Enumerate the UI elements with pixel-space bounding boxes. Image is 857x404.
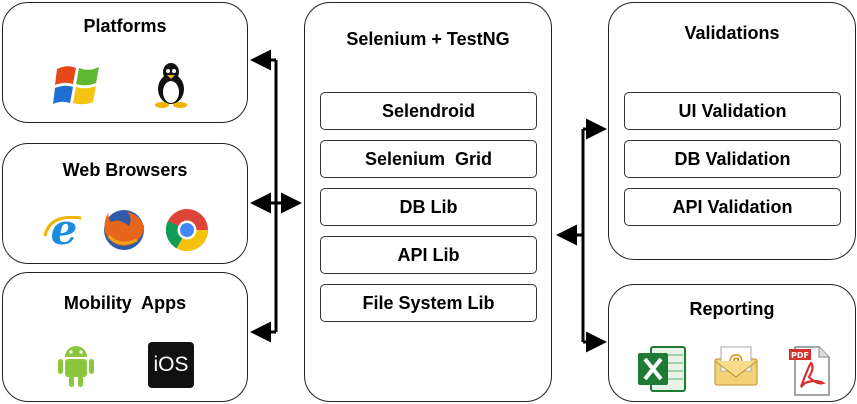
ios-icon: iOS [148,342,194,388]
validations-title: Validations [684,23,780,43]
validation-item-db: DB Validation [624,140,841,178]
reporting-title: Reporting [689,299,775,319]
pdf-label: PDF [791,351,809,360]
mobility-apps-panel: Mobility Apps iOS [2,272,248,402]
ios-label: iOS [153,353,189,376]
email-icon: @ [714,346,758,386]
linux-icon [155,63,187,108]
android-icon [58,346,94,387]
core-item-selenium-grid: Selenium Grid [320,140,537,178]
core-item-api-lib: API Lib [320,236,537,274]
platforms-title: Platforms [83,16,167,36]
selenium-testng-title: Selenium + TestNG [346,29,510,49]
mobility-apps-title: Mobility Apps [63,293,187,313]
web-browsers-title: Web Browsers [62,160,188,180]
windows-icon [53,66,99,105]
pdf-icon: PDF [789,346,830,396]
core-item-db-lib: DB Lib [320,188,537,226]
chrome-icon [165,209,208,252]
validation-item-api: API Validation [624,188,841,226]
svg-text:e: e [51,206,78,252]
core-item-selendroid: Selendroid [320,92,537,130]
internet-explorer-icon: e [43,206,82,252]
web-browsers-panel: Web Browsers e [2,143,248,264]
validation-item-ui: UI Validation [624,92,841,130]
excel-icon [638,346,686,392]
platforms-panel: Platforms [2,2,248,123]
reporting-panel: Reporting @ PDF [608,284,856,402]
firefox-icon [104,210,144,250]
core-item-file-system-lib: File System Lib [320,284,537,322]
